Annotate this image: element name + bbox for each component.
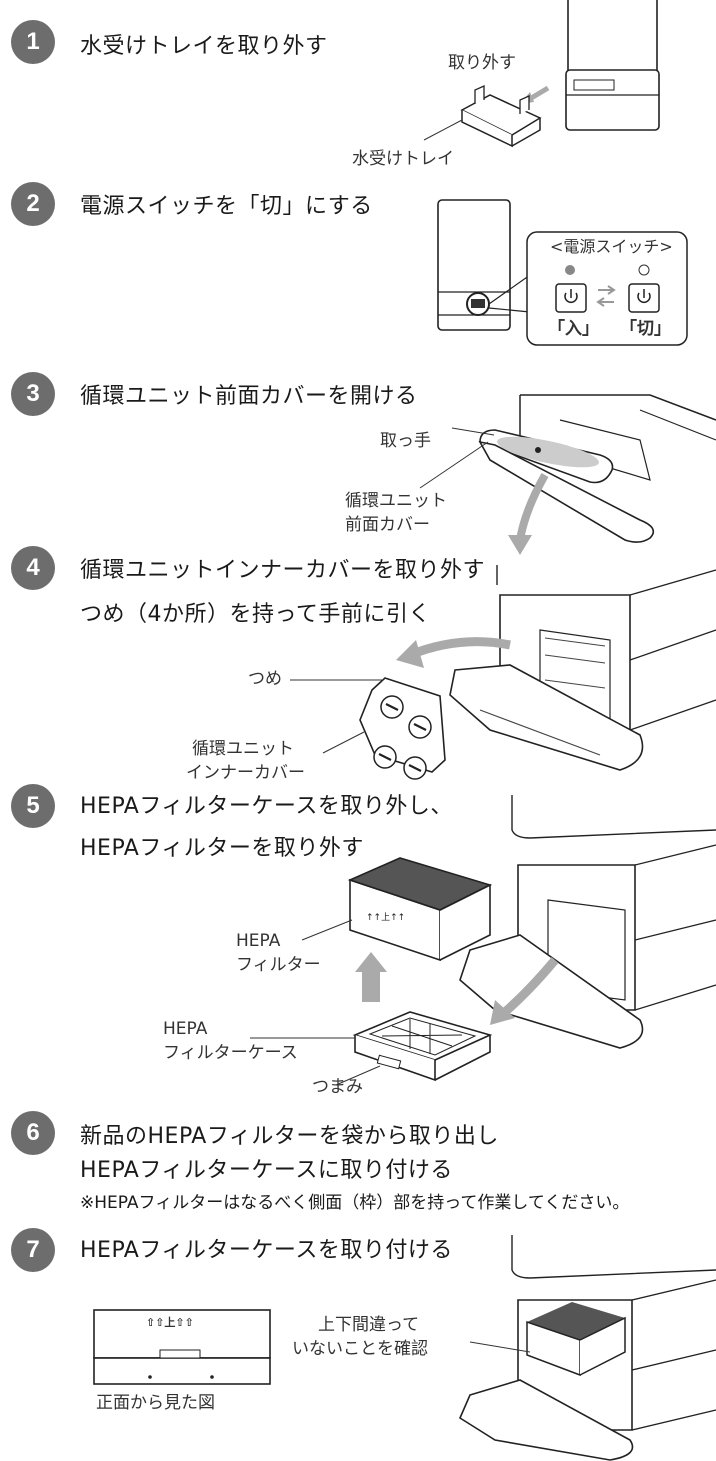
hepa-label-2: フィルター <box>236 955 321 975</box>
step-2-title: 電源スイッチを「切」にする <box>80 194 373 219</box>
hepa-label-1: HEPA <box>236 931 281 951</box>
step-2-illustration <box>437 199 688 346</box>
remove-label: 取り外す <box>448 53 516 73</box>
step-1-number: 1 <box>11 20 55 64</box>
updown-label-1: 上下間違って <box>318 1315 420 1335</box>
step-4-illustration <box>290 565 716 780</box>
step-5-number: 5 <box>11 784 55 828</box>
inner-cover-label-2: インナーカバー <box>186 763 305 783</box>
inner-cover-label-1: 循環ユニット <box>192 739 294 759</box>
step-5-title: HEPAフィルターケースを取り外し、 <box>80 794 453 819</box>
front-cover-label-1: 循環ユニット <box>345 491 447 511</box>
step-4-subtitle: つめ（4か所）を持って手前に引く <box>80 602 431 627</box>
step-3-illustration <box>419 394 716 555</box>
front-view-caption: 正面から見た図 <box>96 1393 215 1413</box>
svg-text:↑↑上↑↑: ↑↑上↑↑ <box>366 912 405 923</box>
claw-label: つめ <box>248 669 282 689</box>
step-6-title: 新品のHEPAフィルターを袋から取り出し <box>80 1124 499 1149</box>
handle-label: 取っ手 <box>380 431 431 451</box>
knob-label: つまみ <box>312 1077 363 1097</box>
off-label: 「切」 <box>620 319 671 339</box>
step-4-title: 循環ユニットインナーカバーを取り外す <box>80 558 486 583</box>
step-7-illustration <box>93 1235 716 1461</box>
step-3-title: 循環ユニット前面カバーを開ける <box>80 384 418 409</box>
water-tray-label: 水受けトレイ <box>352 149 454 169</box>
step-4-number: 4 <box>11 546 55 590</box>
step-2-number: 2 <box>11 182 55 226</box>
step-5-illustration: ↑↑上↑↑ <box>250 795 716 1086</box>
step-3-number: 3 <box>11 372 55 416</box>
top-mark: ⇧⇧上⇧⇧ <box>146 1316 194 1329</box>
step-7-number: 7 <box>11 1228 55 1272</box>
step-6-subtitle: HEPAフィルターケースに取り付ける <box>80 1158 453 1183</box>
step-7-title: HEPAフィルターケースを取り付ける <box>80 1238 453 1263</box>
step-1-title: 水受けトレイを取り外す <box>80 34 328 59</box>
step-6-number: 6 <box>11 1111 55 1155</box>
front-cover-label-2: 前面カバー <box>345 515 430 535</box>
hepa-case-label-1: HEPA <box>163 1019 208 1039</box>
hepa-case-label-2: フィルターケース <box>163 1043 298 1063</box>
step-1-illustration <box>423 0 660 148</box>
step-5-subtitle: HEPAフィルターを取り外す <box>80 836 364 861</box>
updown-label-2: いないことを確認 <box>292 1339 428 1359</box>
power-switch-title: <電源スイッチ> <box>550 237 673 256</box>
on-label: 「入」 <box>548 319 599 339</box>
step-6-note: ※HEPAフィルターはなるべく側面（枠）部を持って作業してください。 <box>80 1193 630 1213</box>
